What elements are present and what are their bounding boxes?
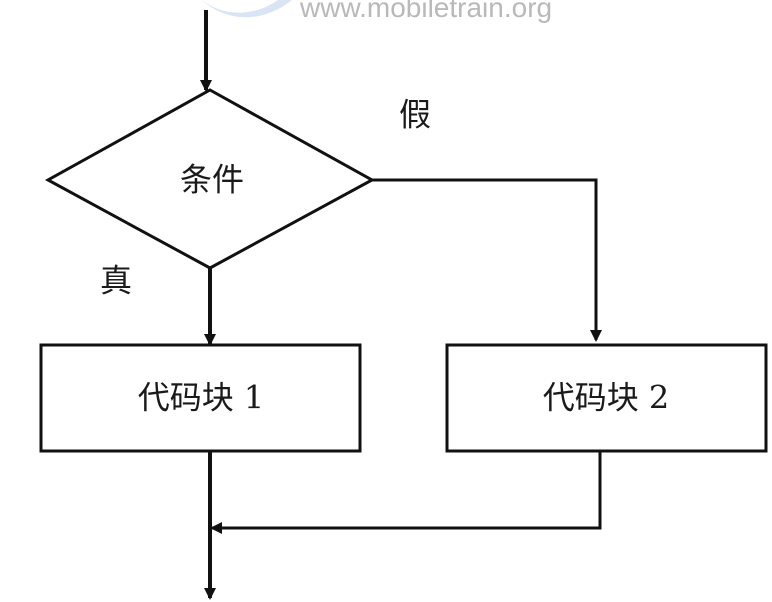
code-block-1-label: 代码块 1 xyxy=(138,379,265,417)
logo-icon xyxy=(202,0,292,18)
watermark-text: www.mobiletrain.org xyxy=(299,0,552,23)
code-block-2-label: 代码块 2 xyxy=(543,379,670,417)
code-block-2 xyxy=(445,343,768,453)
merge-arrow xyxy=(210,451,602,534)
false-label: 假 xyxy=(399,96,431,134)
true-label: 真 xyxy=(100,262,132,300)
condition-label: 条件 xyxy=(180,161,244,199)
code-block-1 xyxy=(39,343,362,453)
false-branch-arrow xyxy=(372,178,602,342)
watermark: www.mobiletrain.org xyxy=(202,0,552,23)
